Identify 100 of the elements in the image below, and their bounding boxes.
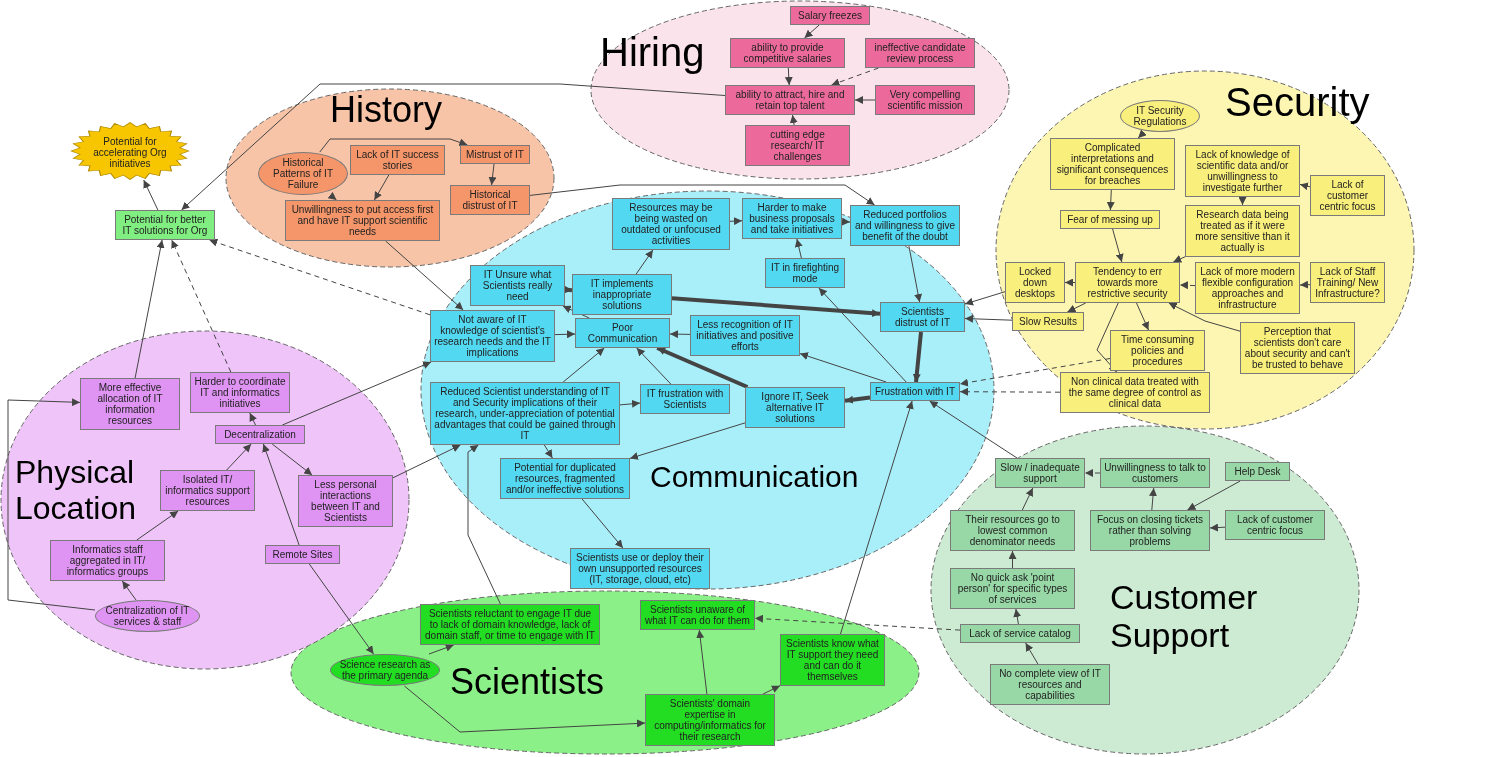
arrow <box>543 444 553 459</box>
arrow <box>1021 487 1034 511</box>
process-box: Less recognition of IT initiatives and positive efforts <box>690 315 800 356</box>
process-box: Scientists reluctant to engage IT due to lack of domain knowledge, lack of domain staff, or time to engage with IT <box>420 604 600 645</box>
process-box: Fear of messing up <box>1060 210 1160 229</box>
arrow <box>1168 302 1241 332</box>
process-box: Historical distrust of IT <box>450 185 530 215</box>
arrow <box>629 422 746 460</box>
arrow <box>762 685 781 695</box>
arrow <box>319 138 468 153</box>
process-box: IT Unsure what Scientists really need <box>470 265 565 306</box>
arrow <box>136 510 179 541</box>
arrow <box>143 179 159 211</box>
process-box: Their resources go to lowest common denominator needs <box>950 510 1075 551</box>
process-box: Non clinical data treated with the same degree of control as clinical data <box>1060 372 1210 413</box>
process-box: Decentralization <box>215 425 305 444</box>
arrow <box>403 685 646 733</box>
arrow <box>959 387 1061 396</box>
arrow <box>1299 280 1311 289</box>
arrow <box>171 239 232 373</box>
process-box: Help Desk <box>1225 462 1290 481</box>
group-title: Customer Support <box>1110 578 1259 655</box>
arrow <box>854 96 876 104</box>
arrow <box>1149 487 1157 511</box>
process-box: Potential for duplicated resources, fragmented and/or ineffective solutions <box>500 458 630 499</box>
process-box: Frustration with IT <box>870 382 960 401</box>
process-box: No quick ask 'point person' for specific types of services <box>950 568 1075 609</box>
arrow <box>1179 281 1196 290</box>
process-box: More effective allocation of IT information resources <box>80 378 180 430</box>
arrow <box>392 444 461 479</box>
arrow <box>841 217 851 226</box>
group-title: Communication <box>650 460 860 494</box>
arrow <box>804 24 820 39</box>
arrow <box>1238 196 1247 206</box>
group-title: Scientists <box>450 662 606 703</box>
arrow <box>208 238 431 316</box>
process-box: Lack of more modern flexible configuration approaches and infrastructure <box>1195 262 1300 314</box>
arrow <box>1013 608 1022 625</box>
arrow <box>226 443 252 471</box>
process-box: Ignore IT, Seek alternative IT solutions <box>745 387 845 428</box>
process-box: Scientists use or deploy their own unsupported resources (IT, storage, cloud, etc) <box>570 548 710 589</box>
process-box: Focus on closing tickets rather than solving problems <box>1090 510 1210 551</box>
process-box: Time consuming policies and procedures <box>1110 330 1205 371</box>
process-box: IT frustration with Scientists <box>640 384 730 414</box>
arrow <box>818 287 907 383</box>
arrow <box>262 443 300 546</box>
arrow <box>529 184 876 206</box>
arrow <box>794 238 803 259</box>
arrow <box>635 249 654 275</box>
arrow <box>1112 228 1124 263</box>
process-box: Potential for better IT solutions for Org <box>115 210 215 240</box>
arrow <box>964 291 1006 306</box>
arrow <box>844 395 871 404</box>
process-box: Lack of customer centric focus <box>1225 510 1325 540</box>
process-box: Unwillingness to talk to customers <box>1100 458 1210 488</box>
process-box: Remote Sites <box>265 545 340 564</box>
arrow <box>428 644 455 655</box>
arrow <box>959 358 1111 387</box>
process-box: Less personal interactions between IT and Scientists <box>298 475 393 527</box>
process-box: Reduced portfolios and willingness to give benefit of the doubt <box>850 205 960 246</box>
group-title: History <box>330 90 443 131</box>
process-box: Informatics staff aggregated in IT/ informatics groups <box>50 540 165 581</box>
arrow <box>563 285 573 294</box>
process-box: Reduced Scientist understanding of IT and Security implications of their research, under-appreciation of potential advantages that could be gained through IT <box>430 382 620 445</box>
process-box: Locked down desktops <box>1005 262 1065 303</box>
arrow <box>671 296 881 318</box>
cluster-ellipse <box>995 70 1415 430</box>
process-box: IT implements inappropriate solutions <box>572 274 672 315</box>
process-box: Lack of customer centric focus <box>1310 175 1385 216</box>
arrow <box>656 346 749 389</box>
arrow <box>729 217 743 226</box>
process-box: No complete view of IT resources and capabilities <box>990 664 1110 705</box>
cluster-ellipse <box>590 0 1010 180</box>
arrow <box>669 330 691 339</box>
arrow <box>964 314 1013 323</box>
process-box: Lack of Staff Training/ New Infrastructure? <box>1310 262 1385 303</box>
process-box: ineffective candidate review process <box>865 38 975 68</box>
cluster-ellipse <box>225 88 555 268</box>
arrow <box>581 498 624 549</box>
process-box: Isolated IT/ informatics support resources <box>160 470 255 511</box>
process-box: Lack of service catalog <box>960 624 1080 643</box>
process-box: Scientists' domain expertise in computing/informatics for their research <box>645 694 775 746</box>
process-box: Scientists know what IT support they need and can do it themselves <box>780 634 885 686</box>
process-box: Slow Results <box>1012 312 1084 331</box>
arrow <box>1064 278 1076 287</box>
process-box: Lack of knowledge of scientific data and/or unwillingness to investigate further <box>1185 145 1300 197</box>
arrow <box>1025 642 1039 665</box>
arrow <box>249 412 257 426</box>
arrow <box>281 361 432 426</box>
arrow <box>134 239 165 379</box>
arrow <box>840 400 914 635</box>
process-box: Harder to coordinate IT and informatics initiatives <box>190 372 290 413</box>
process-box: Unwillingness to put access first and have IT support scientific needs <box>285 200 440 241</box>
arrow <box>467 444 501 605</box>
process-box: Scientists distrust of IT <box>880 302 965 332</box>
arrow <box>912 331 923 383</box>
process-box: Very compelling scientific mission <box>875 85 975 115</box>
process-box: Poor Communication <box>575 318 670 348</box>
arrow <box>1084 469 1101 477</box>
cluster-ellipse <box>930 425 1360 755</box>
